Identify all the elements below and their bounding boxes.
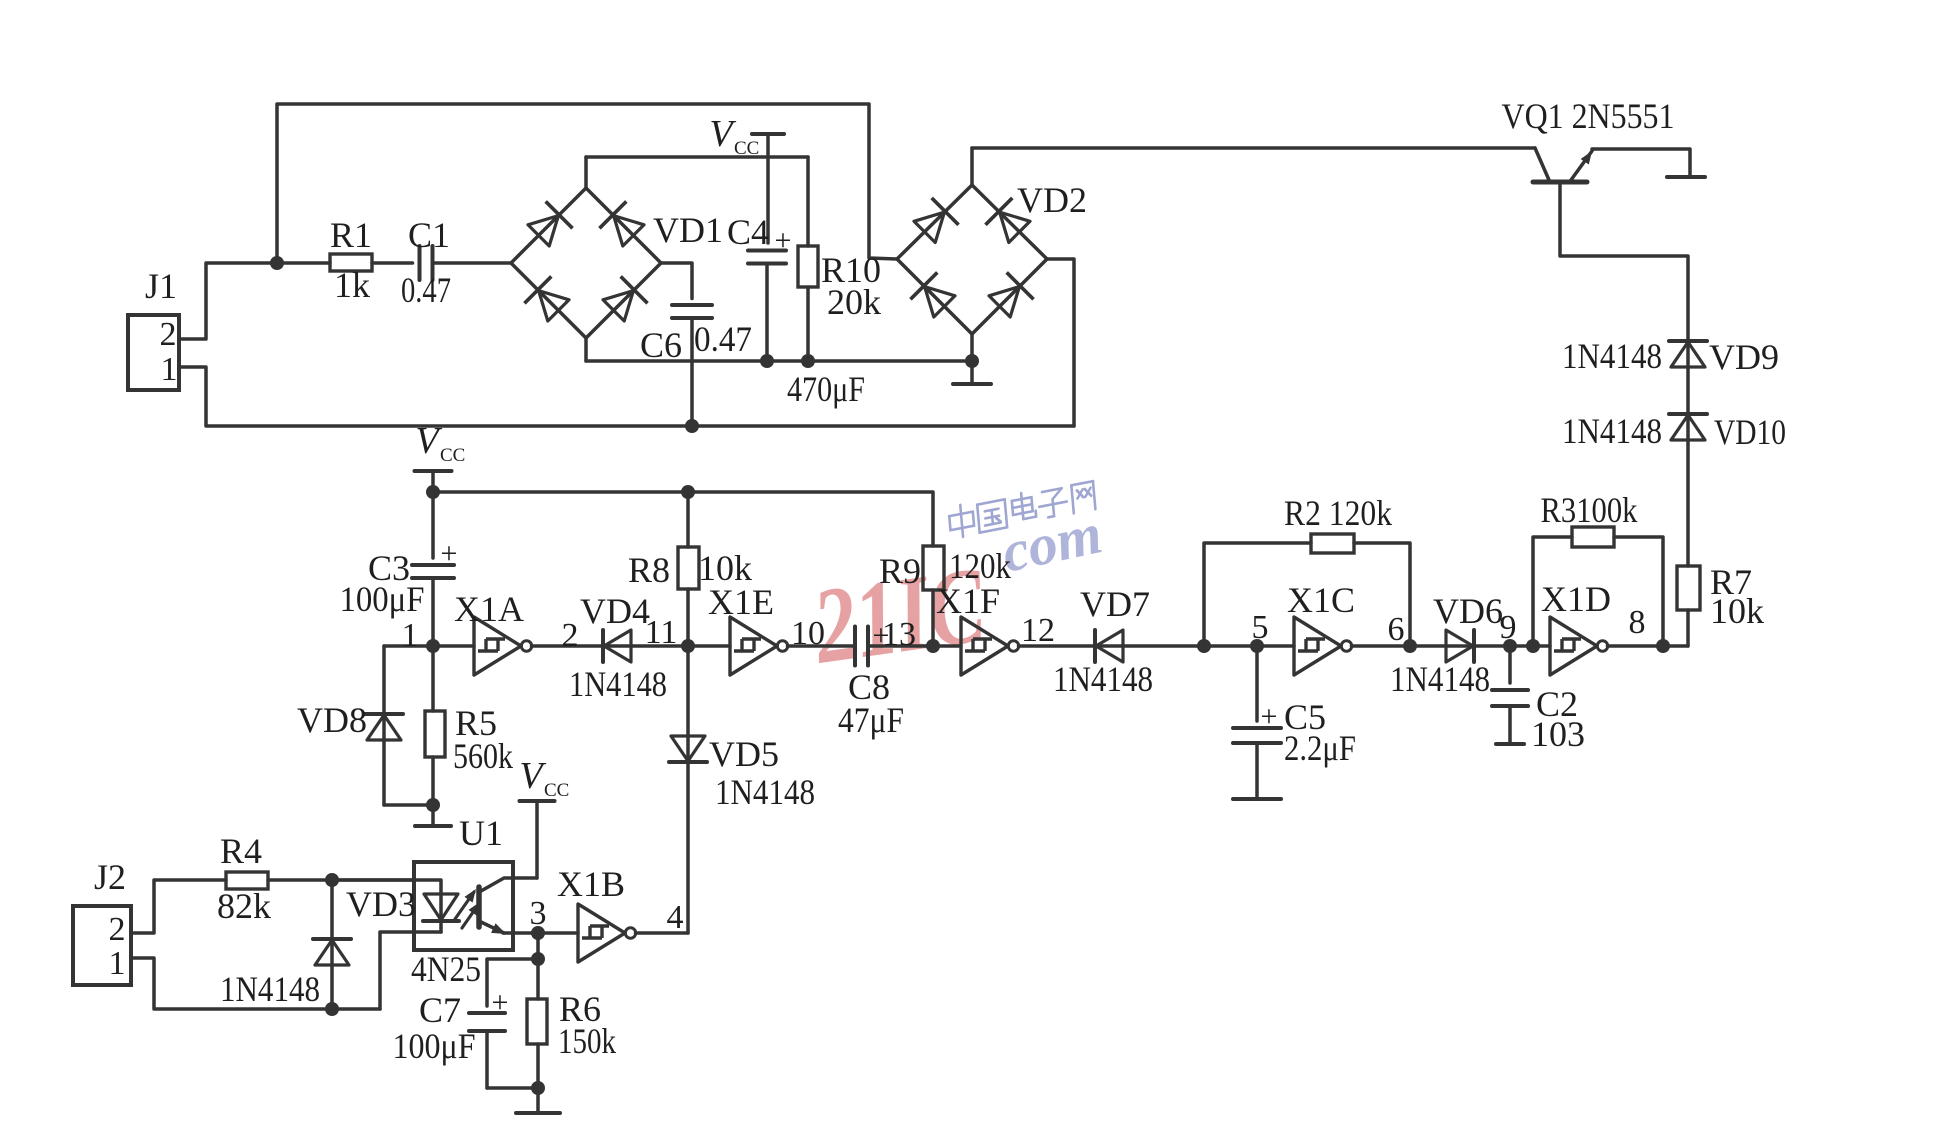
svg-text:X1F: X1F	[936, 581, 1000, 621]
svg-text:2: 2	[160, 316, 177, 353]
svg-text:10k: 10k	[698, 548, 752, 588]
svg-text:VD8: VD8	[297, 700, 367, 740]
svg-text:CC: CC	[734, 138, 759, 159]
svg-text:1k: 1k	[334, 265, 370, 305]
svg-text:V: V	[709, 113, 736, 155]
svg-text:X1B: X1B	[557, 864, 625, 904]
svg-text:12: 12	[1021, 612, 1055, 649]
svg-text:R5: R5	[455, 703, 497, 743]
svg-text:10: 10	[791, 615, 825, 652]
svg-text:+: +	[775, 224, 792, 257]
svg-text:VD1: VD1	[653, 210, 723, 250]
svg-text:8: 8	[1629, 604, 1646, 641]
svg-text:560k: 560k	[453, 736, 513, 776]
svg-text:13: 13	[882, 616, 916, 653]
svg-text:1N4148: 1N4148	[715, 772, 815, 812]
svg-text:R4: R4	[220, 831, 262, 871]
svg-text:X1D: X1D	[1541, 579, 1611, 619]
svg-text:VD7: VD7	[1080, 584, 1150, 624]
svg-text:103: 103	[1531, 714, 1585, 754]
svg-text:V: V	[519, 755, 546, 797]
svg-text:R3100k: R3100k	[1541, 490, 1638, 530]
svg-text:C4: C4	[727, 212, 769, 252]
svg-text:1N4148: 1N4148	[220, 969, 320, 1009]
svg-text:C6: C6	[640, 325, 682, 365]
svg-text:R2 120k: R2 120k	[1284, 493, 1392, 533]
svg-text:120k: 120k	[949, 546, 1011, 586]
svg-text:R1: R1	[330, 215, 372, 255]
svg-text:2.2μF: 2.2μF	[1284, 728, 1356, 768]
svg-text:R6: R6	[559, 989, 601, 1029]
svg-text:C2: C2	[1536, 684, 1578, 724]
svg-text:C3: C3	[368, 548, 410, 588]
svg-text:2: 2	[109, 911, 126, 948]
svg-text:+: +	[873, 619, 890, 652]
svg-text:1: 1	[109, 945, 126, 982]
svg-text:C7: C7	[419, 990, 461, 1030]
svg-text:0.47: 0.47	[401, 270, 451, 310]
svg-text:11: 11	[645, 614, 678, 651]
svg-text:+: +	[492, 986, 509, 1019]
svg-text:1: 1	[161, 351, 178, 388]
svg-text:X1A: X1A	[454, 589, 524, 629]
svg-text:1N4148: 1N4148	[1053, 659, 1153, 699]
svg-text:1N4148: 1N4148	[1562, 411, 1662, 451]
svg-text:1N4148: 1N4148	[1390, 659, 1490, 699]
svg-text:C1: C1	[408, 215, 450, 255]
svg-text:5: 5	[1252, 609, 1269, 646]
svg-text:150k: 150k	[558, 1021, 616, 1061]
svg-text:R7: R7	[1710, 562, 1752, 602]
svg-text:X1E: X1E	[708, 582, 774, 622]
svg-text:+: +	[441, 537, 458, 570]
svg-text:VD10: VD10	[1714, 412, 1786, 452]
svg-text:V: V	[415, 420, 442, 462]
svg-text:47μF: 47μF	[838, 700, 904, 740]
svg-text:100μF: 100μF	[393, 1026, 476, 1066]
svg-text:4: 4	[667, 899, 684, 936]
svg-text:1N4148: 1N4148	[569, 664, 667, 704]
svg-text:2: 2	[562, 617, 579, 654]
svg-text:R8: R8	[628, 550, 670, 590]
svg-text:VD5: VD5	[709, 734, 779, 774]
svg-text:9: 9	[1500, 609, 1517, 646]
svg-text:470μF: 470μF	[787, 369, 865, 409]
svg-text:3: 3	[530, 895, 547, 932]
svg-text:82k: 82k	[217, 886, 271, 926]
svg-text:VD4: VD4	[580, 591, 650, 631]
svg-text:R9: R9	[879, 551, 921, 591]
svg-text:J1: J1	[145, 266, 177, 306]
svg-text:10k: 10k	[1710, 591, 1764, 631]
svg-text:6: 6	[1388, 611, 1405, 648]
svg-text:VD6: VD6	[1433, 591, 1503, 631]
svg-text:4N25: 4N25	[411, 949, 481, 989]
svg-text:VQ1 2N5551: VQ1 2N5551	[1502, 96, 1675, 136]
svg-text:0.47: 0.47	[694, 319, 752, 359]
svg-text:1N4148: 1N4148	[1562, 336, 1662, 376]
svg-text:100μF: 100μF	[340, 579, 425, 619]
svg-text:J2: J2	[94, 857, 126, 897]
svg-text:U1: U1	[459, 813, 503, 853]
svg-text:VD2: VD2	[1017, 180, 1087, 220]
svg-text:R10: R10	[821, 250, 881, 290]
svg-text:20k: 20k	[827, 282, 881, 322]
svg-text:X1C: X1C	[1287, 580, 1355, 620]
svg-text:VD9: VD9	[1709, 337, 1779, 377]
svg-text:CC: CC	[544, 780, 569, 801]
svg-text:VD3: VD3	[346, 884, 416, 924]
svg-text:1: 1	[402, 617, 419, 654]
svg-text:C5: C5	[1284, 697, 1326, 737]
svg-text:+: +	[1261, 700, 1278, 733]
svg-text:CC: CC	[440, 445, 465, 466]
svg-text:C8: C8	[848, 667, 890, 707]
